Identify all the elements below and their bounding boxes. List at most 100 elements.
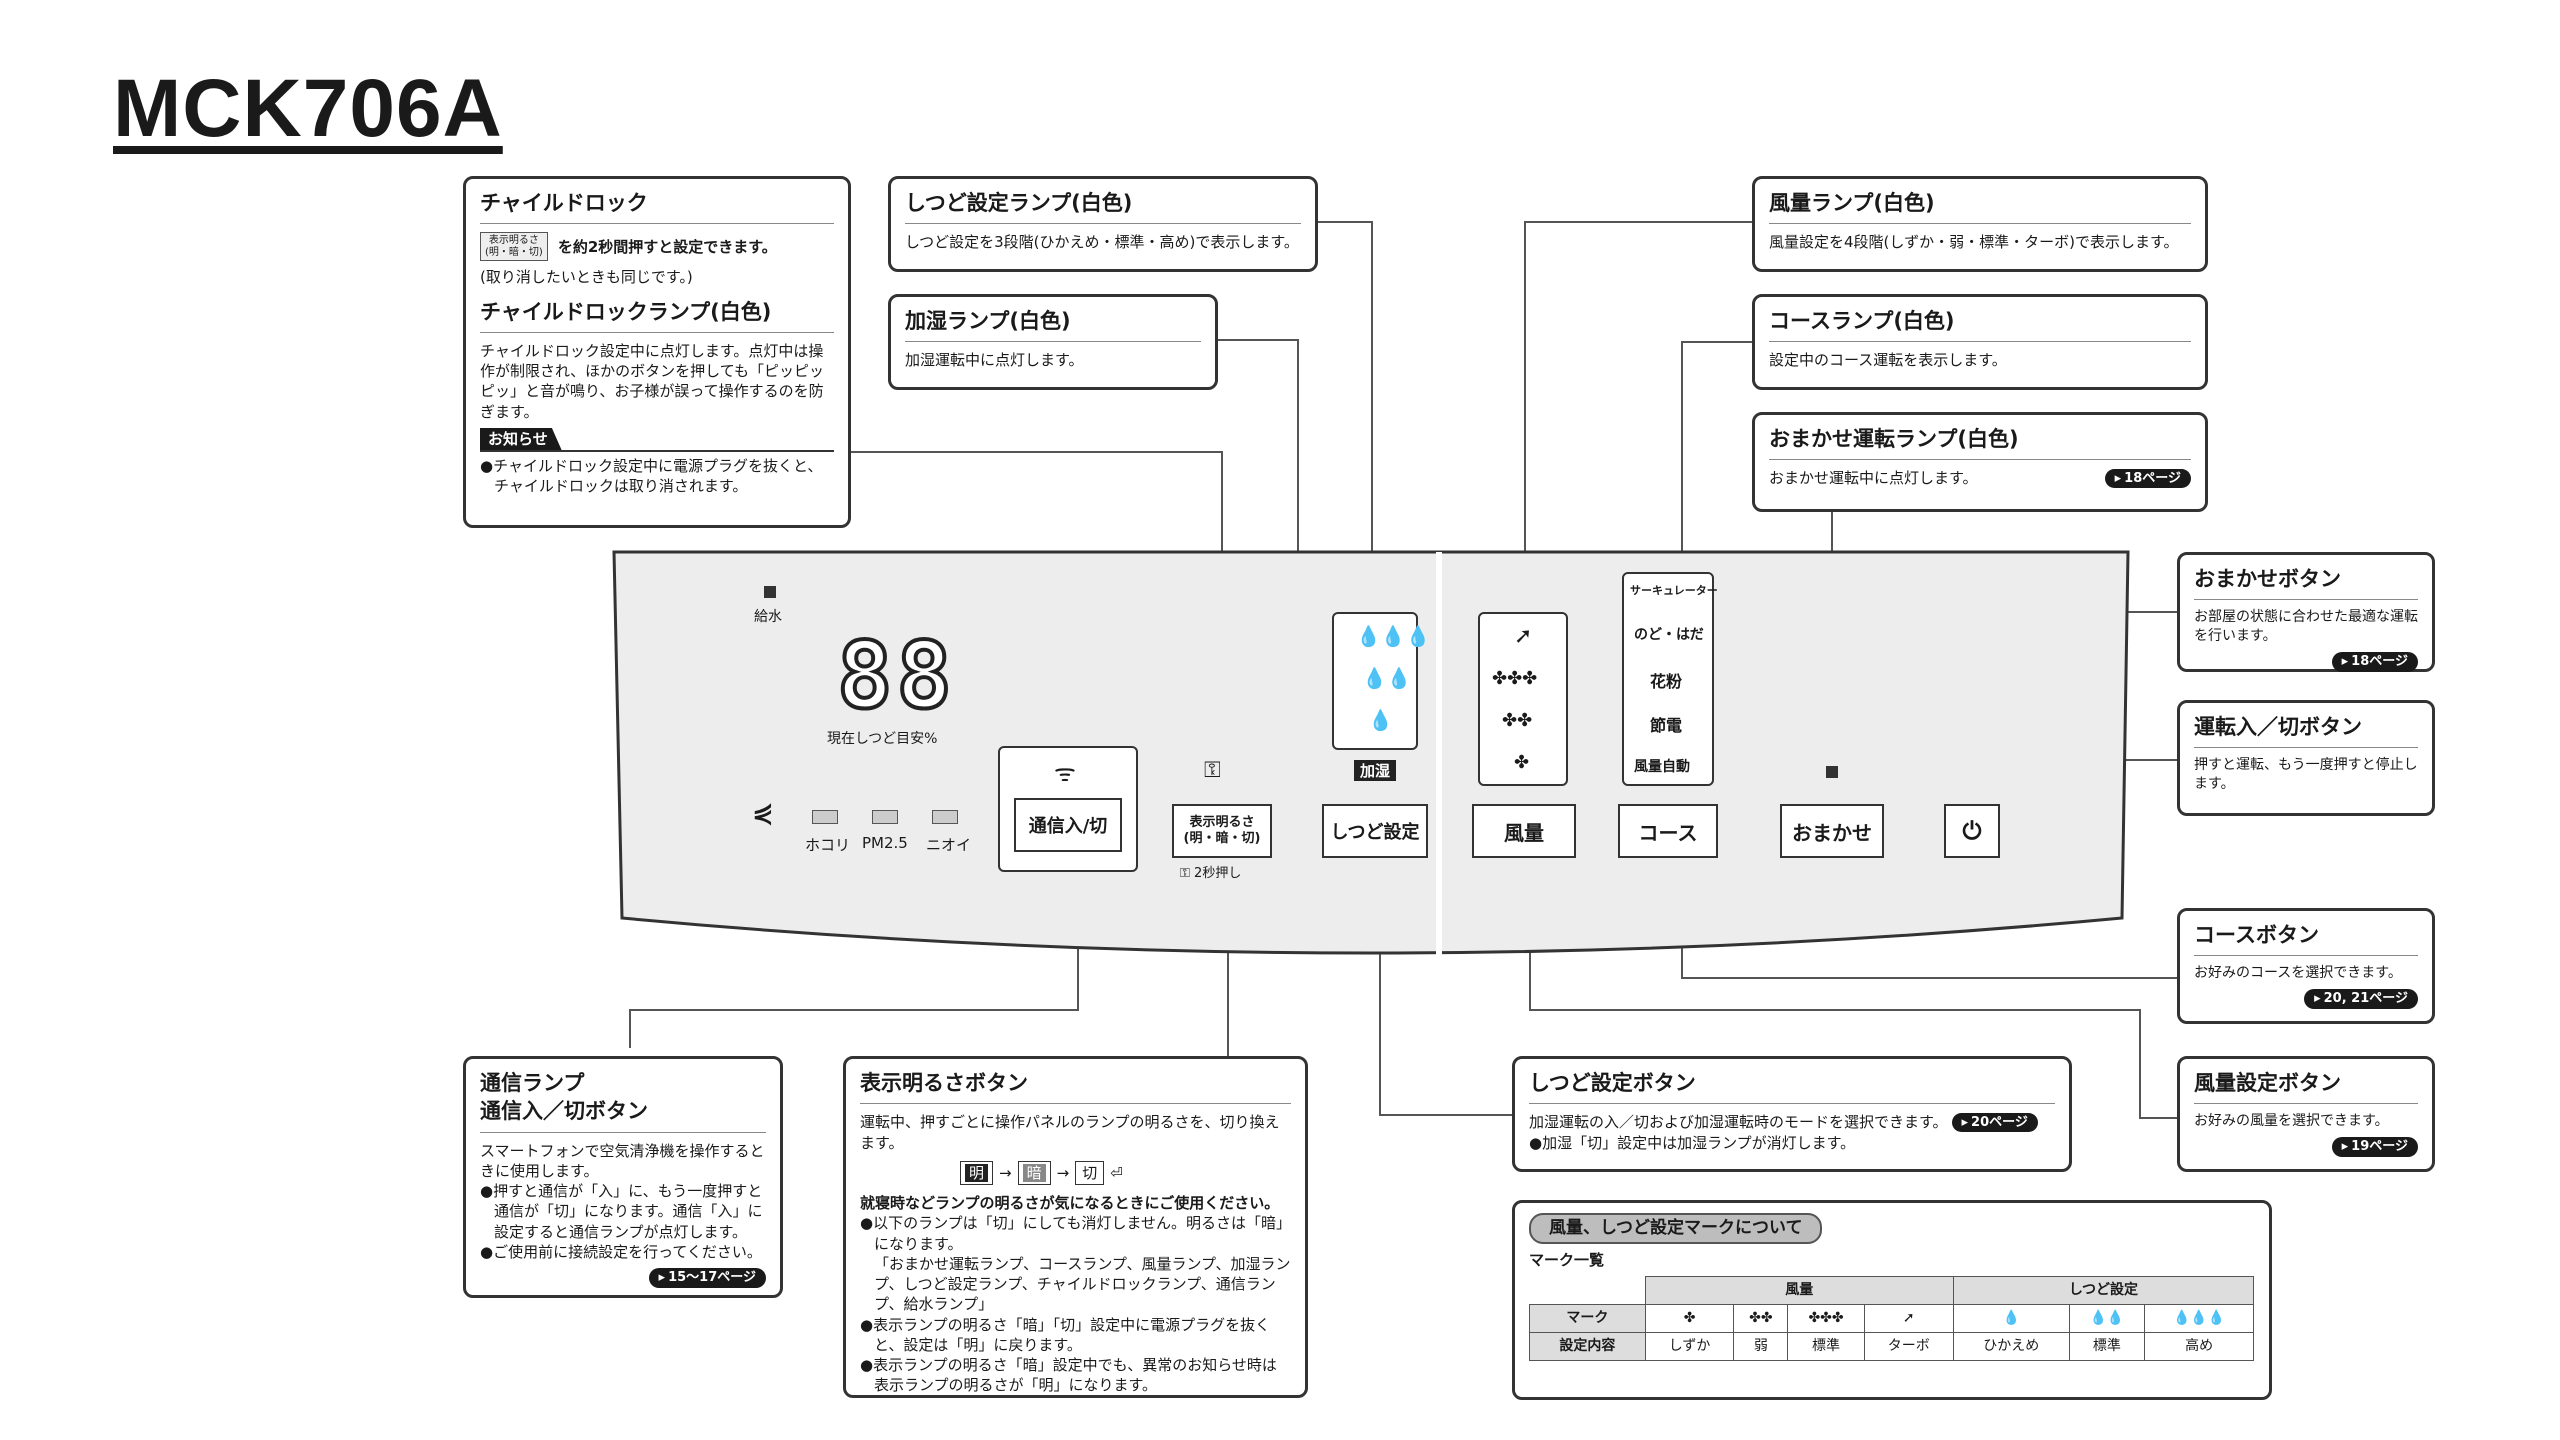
drop-2-icon: 💧💧	[2068, 1304, 2146, 1333]
brightness-button-box: 表示明るさボタン 運転中、押すごとに操作パネルのランプの明るさを、切り換えます。…	[843, 1056, 1308, 1398]
humidity-high-lamp-icon: 💧💧💧	[1356, 624, 1431, 648]
child-lock-key-icon: ⚿	[1204, 758, 1221, 783]
omakase-button-title: おまかせボタン	[2194, 565, 2418, 601]
child-lock-title: チャイルドロック	[480, 189, 834, 225]
course-circulator: サーキュレーター	[1630, 584, 1718, 597]
flow-step-2-text: 暗	[1022, 1163, 1046, 1182]
flow-arrow-2: →	[1056, 1163, 1070, 1182]
sensor-icon: ⋞	[752, 798, 774, 828]
setting-cell: 弱	[1733, 1331, 1789, 1361]
mark-legend-box: 風量、しつど設定マークについて マーク一覧 風量 しつど設定 マーク ✤ ✤✤ …	[1512, 1200, 2272, 1400]
brightness-button-desc: 運転中、押すごとに操作パネルのランプの明るさを、切り換えます。	[860, 1113, 1280, 1152]
mark-table: 風量 しつど設定 マーク ✤ ✤✤ ✤✤✤ ➚ 💧 💧💧 💧💧💧 設定内容 しず…	[1529, 1276, 2255, 1361]
humidity-mid-lamp-icon: 💧💧	[1362, 666, 1412, 690]
course-lamp-group	[1622, 572, 1714, 786]
turbo-lamp-icon: ➚	[1514, 624, 1533, 649]
child-lock-notice-text: ●チャイルドロック設定中に電源プラグを抜くと、チャイルドロックは取り消されます。	[480, 450, 834, 497]
lock-hint-key-icon: ⚿	[1180, 866, 1190, 881]
airflow-3-lamp-icon: ✤✤✤	[1492, 668, 1538, 689]
humidify-lamp-box: 加湿ランプ(白色) 加湿運転中に点灯します。	[888, 294, 1218, 390]
comm-button[interactable]: 通信入/切	[1014, 798, 1122, 852]
power-button[interactable]: ⏻	[1944, 804, 2000, 858]
control-panel: 給水 88 現在しつど目安% ⋞ ホコリ PM2.5 ニオイ ᯤ 通信入/切 ⚿…	[612, 548, 2130, 968]
group-airflow: 風量	[1644, 1276, 1954, 1306]
brightness-flow: 明 → 暗 → 切 ⏎	[960, 1160, 1291, 1186]
brightness-button-title: 表示明るさボタン	[860, 1069, 1291, 1105]
omakase-lamp-title: おまかせ運転ランプ(白色)	[1769, 425, 2191, 461]
humidity-lamp-group	[1332, 612, 1418, 750]
humidity-lamp-title: しつど設定ランプ(白色)	[905, 189, 1301, 225]
humidify-lamp-desc: 加湿運転中に点灯します。	[905, 351, 1084, 370]
airflow-button-box: 風量設定ボタン お好みの風量を選択できます。 19ページ	[2177, 1056, 2435, 1172]
wifi-icon: ᯤ	[1054, 759, 1076, 787]
drop-3-icon: 💧💧💧	[2144, 1304, 2254, 1333]
course-eco: 節電	[1650, 716, 1683, 735]
airflow-button-title: 風量設定ボタン	[2194, 1069, 2418, 1105]
setting-cell: ひかえめ	[1952, 1331, 2070, 1361]
brightness-b3: ●表示ランプの明るさ「暗」設定中でも、異常のお知らせ時は表示ランプの明るさが「明…	[860, 1356, 1277, 1395]
group-humidity: しつど設定	[1952, 1276, 2255, 1306]
dust-label: ホコリ	[805, 836, 851, 854]
odor-label: ニオイ	[926, 836, 972, 854]
pm25-lamp	[872, 810, 898, 824]
notice-badge: お知らせ	[480, 427, 562, 451]
brightness-sub: 就寝時などランプの明るさが気になるときにご使用ください。	[860, 1194, 1280, 1213]
humidity-low-lamp-icon: 💧	[1368, 708, 1393, 732]
humidity-setting-button[interactable]: しつど設定	[1322, 804, 1428, 858]
drop-1-icon: 💧	[1952, 1304, 2070, 1333]
current-humidity-label: 現在しつど目安%	[827, 731, 938, 747]
airflow-lamp-group	[1478, 612, 1568, 786]
humidity-button-title: しつど設定ボタン	[1529, 1069, 2055, 1105]
humidity-button-desc1: 加湿運転の入／切および加湿運転時のモードを選択できます。	[1529, 1113, 1948, 1132]
course-button-desc: お好みのコースを選択できます。	[2194, 965, 2402, 982]
omakase-button-desc: お部屋の状態に合わせた最適な運転を行います。	[2194, 609, 2418, 645]
comm-button-desc: スマートフォンで空気清浄機を操作するときに使用します。	[480, 1141, 765, 1180]
water-lamp	[764, 586, 776, 598]
omakase-button-ref: 18ページ	[2331, 652, 2418, 672]
airflow-1-lamp-icon: ✤	[1514, 752, 1530, 773]
power-button-box: 運転入／切ボタン 押すと運転、もう一度押すと停止します。	[2177, 700, 2435, 816]
pm25-label: PM2.5	[862, 834, 908, 852]
humidity-button-box: しつど設定ボタン 加湿運転の入／切および加湿運転時のモードを選択できます。 20…	[1512, 1056, 2072, 1172]
flow-step-3-text: 切	[1075, 1160, 1105, 1186]
child-lock-line2: (取り消したいときも同じです。)	[480, 268, 693, 287]
setting-cell: 標準	[1787, 1331, 1865, 1361]
child-lock-box: チャイルドロック 表示明るさ (明・暗・切) を約2秒間押すと設定できます。 (…	[463, 176, 851, 528]
course-lamp-title: コースランプ(白色)	[1769, 307, 2191, 343]
power-icon: ⏻	[1962, 817, 1982, 845]
course-button-title: コースボタン	[2194, 921, 2418, 957]
omakase-button[interactable]: おまかせ	[1780, 804, 1884, 858]
row-setting-label: 設定内容	[1529, 1331, 1646, 1361]
comm-button-title: 通信入／切ボタン	[480, 1097, 766, 1133]
legend-tag: 風量、しつど設定マークについて	[1529, 1213, 1823, 1244]
comm-button-ref: 15～17ページ	[648, 1268, 766, 1288]
omakase-lamp-ref: 18ページ	[2104, 468, 2191, 489]
airflow-lamp-title: 風量ランプ(白色)	[1769, 189, 2191, 225]
child-lock-lamp-title: チャイルドロックランプ(白色)	[480, 298, 834, 333]
setting-cell: ターボ	[1863, 1331, 1954, 1361]
odor-lamp	[932, 810, 958, 824]
airflow-button-desc: お好みの風量を選択できます。	[2194, 1113, 2389, 1130]
dust-lamp	[812, 810, 838, 824]
flow-return-arrow: ⏎	[1110, 1163, 1123, 1182]
power-button-title: 運転入／切ボタン	[2194, 713, 2418, 749]
humidity-lamp-desc: しつど設定を3段階(ひかえめ・標準・高め)で表示します。	[905, 233, 1299, 252]
omakase-lamp	[1826, 766, 1838, 778]
course-button[interactable]: コース	[1618, 804, 1718, 858]
setting-cell: 標準	[2068, 1331, 2146, 1361]
airflow-lamp-box: 風量ランプ(白色) 風量設定を4段階(しずか・弱・標準・ターボ)で表示します。	[1752, 176, 2208, 272]
flow-step-1-text: 明	[965, 1163, 989, 1182]
course-throat-skin: のど・はだ	[1634, 627, 1704, 643]
lock-hint: ⚿ 2秒押し	[1180, 862, 1241, 881]
turbo-icon: ➚	[1863, 1304, 1954, 1333]
humidity-display: 88	[835, 620, 956, 731]
table-corner	[1529, 1276, 1646, 1306]
comm-button-box: 通信ランプ 通信入／切ボタン スマートフォンで空気清浄機を操作するときに使用しま…	[463, 1056, 783, 1298]
humidity-button-ref: 20ページ	[1951, 1112, 2038, 1133]
setting-cell: 高め	[2144, 1331, 2254, 1361]
fan-2-icon: ✤✤	[1733, 1304, 1789, 1333]
airflow-button[interactable]: 風量	[1472, 804, 1576, 858]
fan-1-icon: ✤	[1644, 1304, 1735, 1333]
course-pollen: 花粉	[1650, 672, 1683, 691]
brightness-button[interactable]: 表示明るさ (明・暗・切)	[1172, 804, 1272, 858]
